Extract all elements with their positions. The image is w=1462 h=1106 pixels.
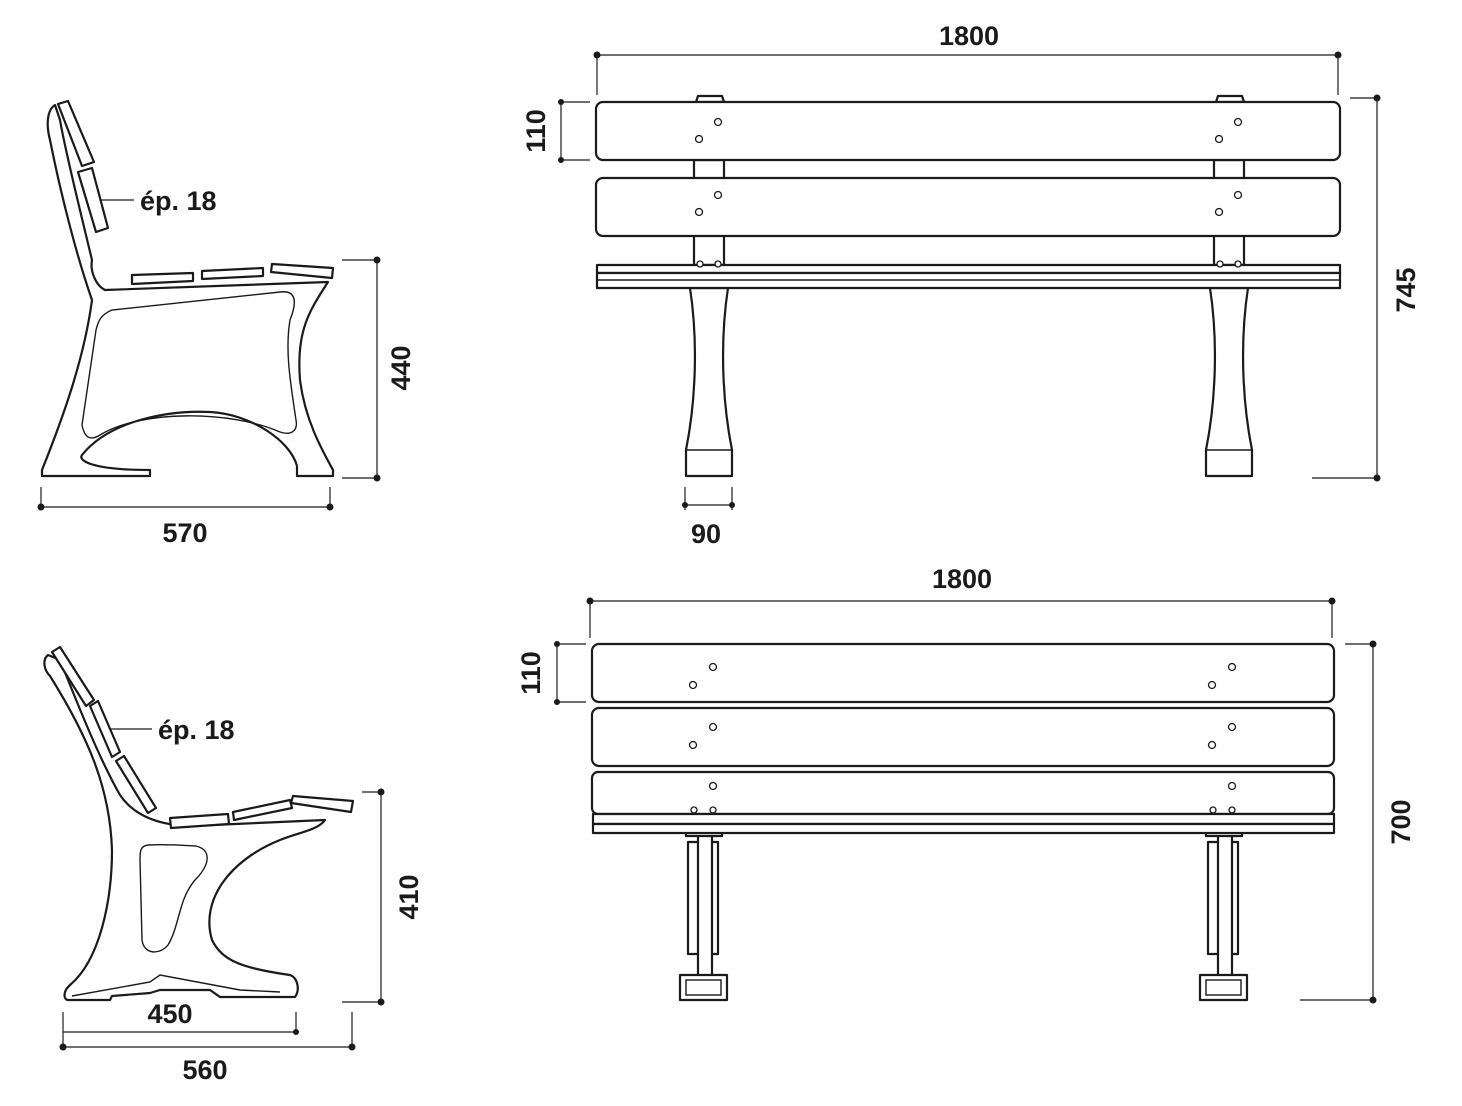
screw-holes xyxy=(688,662,1237,814)
length-label: 1800 xyxy=(939,21,999,51)
seat-height-dimension xyxy=(342,256,381,482)
seat-frame xyxy=(591,812,1336,835)
length-label: 1800 xyxy=(932,564,992,594)
side-view-2: ép. 18 410 450 560 xyxy=(43,645,424,1085)
foot-length-dimension xyxy=(62,1012,299,1047)
seat-height-label: 440 xyxy=(386,345,416,390)
thickness-label: ép. 18 xyxy=(158,715,235,745)
screw-holes xyxy=(694,117,1243,268)
legs xyxy=(678,824,1249,1002)
depth-label: 570 xyxy=(162,518,207,548)
seat-slat xyxy=(590,770,1336,816)
backrest-slat-top xyxy=(590,642,1336,704)
front-view-2: 1800 110 700 xyxy=(516,564,1416,1004)
depth-label: 560 xyxy=(182,1055,227,1085)
foot-width-dimension xyxy=(682,487,735,510)
seat-height-label: 410 xyxy=(394,874,424,919)
frame-inner-opening xyxy=(139,843,208,953)
thickness-label: ép. 18 xyxy=(140,186,217,216)
length-dimension xyxy=(593,51,1342,95)
bench-frame-side xyxy=(40,103,335,478)
depth-dimension xyxy=(37,487,334,511)
total-height-label: 700 xyxy=(1386,799,1416,844)
backrest-slats xyxy=(50,645,158,815)
frame-inner-opening xyxy=(81,291,298,439)
slat-height-dimension xyxy=(558,99,590,163)
seat-slats xyxy=(168,794,355,830)
backrest-slats xyxy=(56,99,110,234)
slat-height-dimension xyxy=(554,641,586,705)
backrest-slat-bottom xyxy=(590,706,1336,768)
seat xyxy=(595,263,1342,290)
depth-dimension xyxy=(59,1012,356,1051)
backrest-slat-bottom xyxy=(594,176,1342,238)
seat-slats xyxy=(130,262,335,286)
front-view-1: 1800 110 745 90 xyxy=(521,21,1421,549)
foot-width-label: 90 xyxy=(691,519,721,549)
backrest-slat-top xyxy=(594,100,1342,162)
side-view-1: ép. 18 570 440 xyxy=(37,99,416,548)
seat-height-dimension xyxy=(342,788,385,1006)
total-height-dimension xyxy=(1300,640,1377,1004)
slat-height-label: 110 xyxy=(516,651,546,695)
slat-height-label: 110 xyxy=(521,109,551,153)
total-height-dimension xyxy=(1312,94,1381,482)
length-dimension xyxy=(586,597,1336,638)
total-height-label: 745 xyxy=(1391,267,1421,312)
foot-length-label: 450 xyxy=(147,999,192,1029)
